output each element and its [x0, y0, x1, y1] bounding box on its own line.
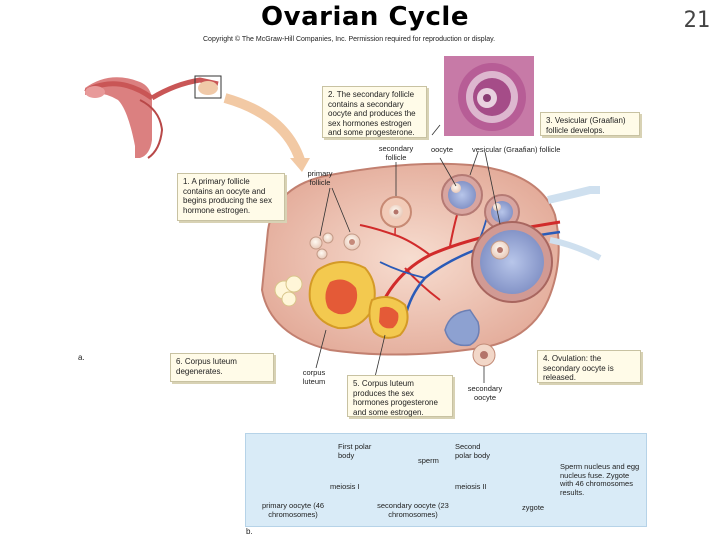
vesicular-follicle	[471, 221, 553, 303]
callout-step-3: 3. Vesicular (Graafian) follicle develop…	[540, 112, 640, 136]
fertilization-panel	[245, 433, 647, 527]
label-vesicular-follicle: vesicular (Graafian) follicle	[472, 145, 561, 154]
label-secondary-oocyte: secondary oocyte	[467, 384, 503, 402]
label-fusion-note: Sperm nucleus and egg nucleus fuse. Zygo…	[560, 462, 640, 497]
primary-follicles	[309, 232, 361, 260]
label-sperm: sperm	[418, 456, 439, 465]
callout-step-5: 5. Corpus luteum produces the sex hormon…	[347, 375, 453, 417]
panel-a-label: a.	[78, 353, 85, 362]
uterus-icon	[84, 75, 222, 159]
label-meiosis-2: meiosis II	[455, 482, 487, 491]
slide-title: Ovarian Cycle	[261, 2, 469, 32]
copyright-notice: Copyright © The McGraw-Hill Companies, I…	[203, 36, 496, 43]
vesicular-follicle-small	[441, 174, 483, 216]
corpus-albicans	[274, 275, 303, 307]
label-zygote: zygote	[522, 503, 545, 512]
secondary-follicle	[380, 196, 412, 228]
zoom-arrow-head	[290, 158, 310, 172]
corpus-luteum	[308, 261, 409, 339]
page-number: 21	[683, 8, 711, 33]
label-corpus-luteum: corpus luteum	[302, 368, 326, 386]
label-second-polar-body: Second polar body	[455, 442, 491, 460]
label-primary-oocyte: primary oocyte (46 chromosomes)	[261, 501, 325, 519]
vesicular-follicle-top	[484, 194, 520, 230]
callout-step-1: 1. A primary follicle contains an oocyte…	[177, 173, 285, 221]
follicle-micrograph	[444, 56, 534, 136]
label-secondary-oocyte-b: secondary oocyte (23 chromosomes)	[377, 501, 449, 519]
label-oocyte: oocyte	[430, 145, 454, 154]
callout-step-4: 4. Ovulation: the secondary oocyte is re…	[537, 350, 641, 383]
leader-lines	[315, 124, 501, 383]
label-secondary-follicle: secondary follicle	[378, 144, 414, 162]
zoom-arrow	[223, 93, 305, 162]
panel-b-label: b.	[246, 527, 253, 536]
label-first-polar-body: First polar body	[338, 442, 372, 460]
callout-step-6: 6. Corpus luteum degenerates.	[170, 353, 274, 382]
label-meiosis-1: meiosis I	[330, 482, 360, 491]
ruptured-follicle	[444, 309, 496, 367]
label-primary-follicle: primary follicle	[307, 169, 333, 187]
callout-step-2: 2. The secondary follicle contains a sec…	[322, 86, 427, 138]
